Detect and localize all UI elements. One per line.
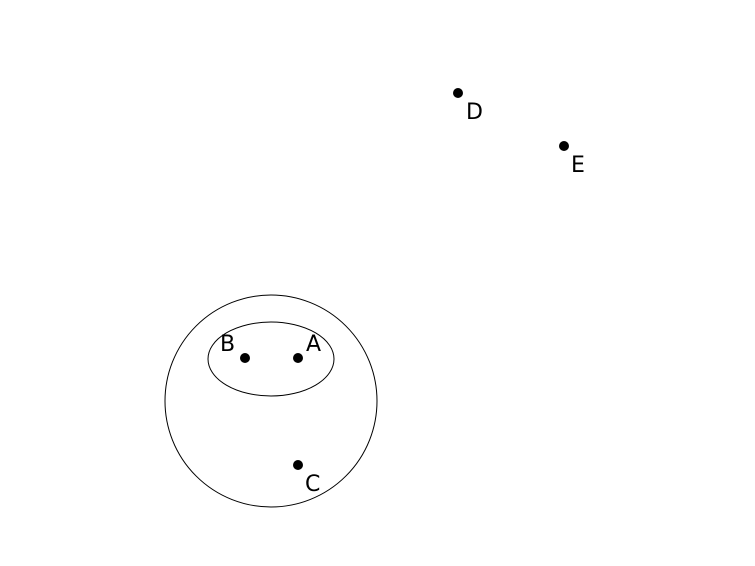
point-d-label: D [466, 100, 483, 125]
outer-circle [164, 294, 378, 508]
point-a-label: A [306, 332, 321, 357]
point-d-dot [453, 88, 463, 98]
point-e-dot [559, 141, 569, 151]
point-c-dot [293, 460, 303, 470]
point-a-dot [293, 353, 303, 363]
point-c-label: C [305, 472, 320, 497]
inner-ellipse [207, 321, 335, 397]
point-b-dot [240, 353, 250, 363]
point-e-label: E [571, 153, 585, 178]
point-b-label: B [220, 332, 235, 357]
